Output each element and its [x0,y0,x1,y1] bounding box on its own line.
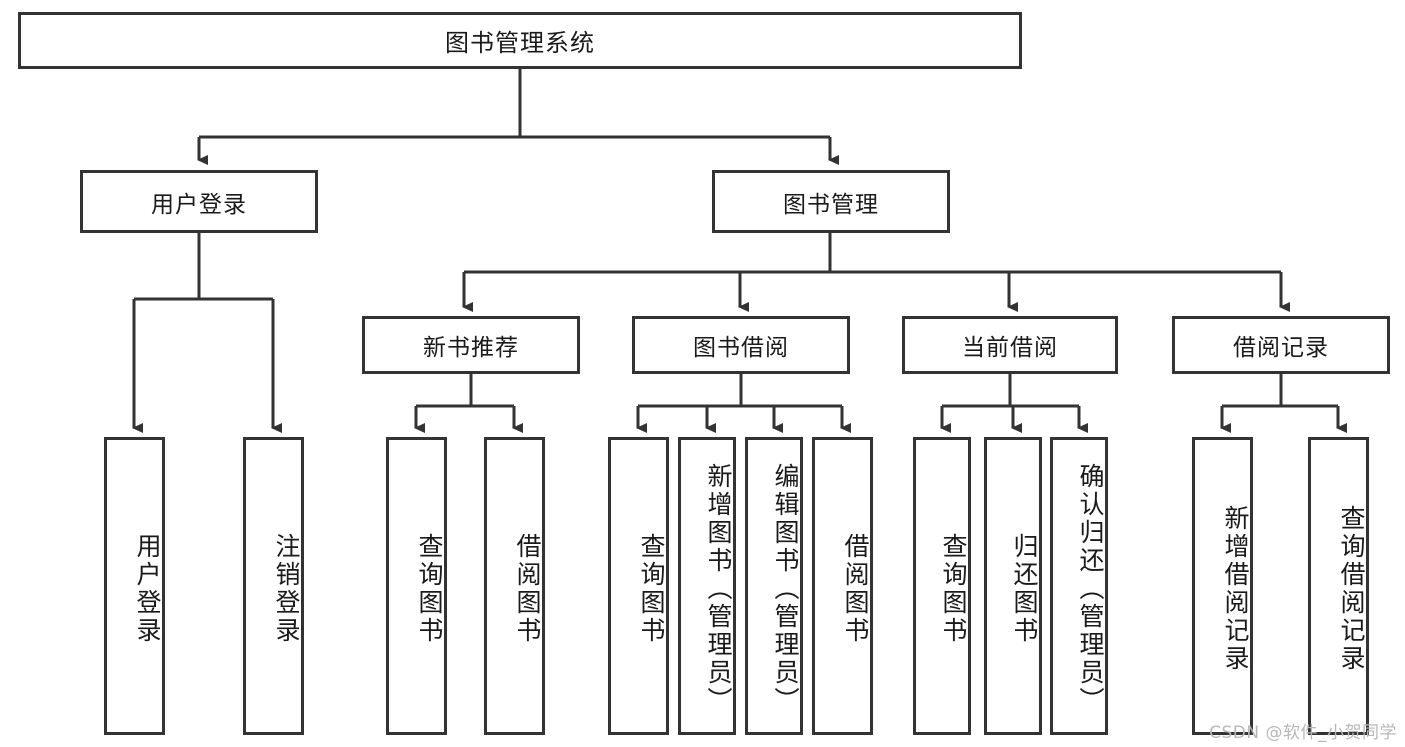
node-leaf-add-book-label: 新增图书（管理员） [704,463,733,715]
node-book-manage-label: 图书管理 [783,191,879,218]
node-leaf-add-record-label: 新增借阅记录 [1221,505,1250,673]
node-leaf-return-book-label: 归还图书 [1010,533,1039,645]
node-leaf-edit-book-label: 编辑图书（管理员） [771,463,800,715]
node-leaf-borrow-book-1[interactable]: 借阅图书 [484,437,545,735]
node-leaf-confirm-return[interactable]: 确认归还（管理员） [1050,437,1108,735]
node-leaf-borrow-book-1-label: 借阅图书 [513,533,542,645]
node-current-borrow[interactable]: 当前借阅 [902,316,1118,374]
node-leaf-user-login[interactable]: 用户登录 [104,437,165,735]
node-root-label: 图书管理系统 [445,29,595,57]
node-root[interactable]: 图书管理系统 [18,12,1022,69]
node-leaf-borrow-book-2[interactable]: 借阅图书 [812,437,873,735]
node-leaf-query-book-3[interactable]: 查询图书 [913,437,971,735]
node-leaf-query-book-1-label: 查询图书 [415,533,444,645]
node-leaf-add-record[interactable]: 新增借阅记录 [1192,437,1253,735]
node-leaf-query-record-label: 查询借阅记录 [1337,505,1366,673]
node-leaf-logout[interactable]: 注销登录 [243,437,304,735]
node-leaf-query-book-3-label: 查询图书 [939,533,968,645]
node-user-login-label: 用户登录 [151,191,247,218]
node-leaf-add-book[interactable]: 新增图书（管理员） [678,437,736,735]
node-new-book-recommend[interactable]: 新书推荐 [362,316,580,374]
node-new-book-recommend-label: 新书推荐 [423,335,519,361]
node-leaf-logout-label: 注销登录 [272,533,301,645]
node-leaf-query-record[interactable]: 查询借阅记录 [1308,437,1369,735]
node-current-borrow-label: 当前借阅 [962,335,1058,361]
node-borrow-record-label: 借阅记录 [1233,335,1329,361]
node-book-borrow-label: 图书借阅 [693,335,789,361]
node-book-manage[interactable]: 图书管理 [712,170,950,233]
node-leaf-borrow-book-2-label: 借阅图书 [841,533,870,645]
node-leaf-confirm-return-label: 确认归还（管理员） [1076,463,1105,715]
node-leaf-return-book[interactable]: 归还图书 [984,437,1042,735]
node-leaf-query-book-2[interactable]: 查询图书 [608,437,669,735]
node-leaf-edit-book[interactable]: 编辑图书（管理员） [745,437,803,735]
node-user-login[interactable]: 用户登录 [80,170,318,233]
node-leaf-query-book-2-label: 查询图书 [637,533,666,645]
csdn-watermark: CSDN @软件_小贺同学 [1209,723,1397,743]
node-leaf-query-book-1[interactable]: 查询图书 [386,437,447,735]
node-book-borrow[interactable]: 图书借阅 [632,316,850,374]
node-leaf-user-login-label: 用户登录 [133,533,162,645]
node-borrow-record[interactable]: 借阅记录 [1172,316,1390,374]
